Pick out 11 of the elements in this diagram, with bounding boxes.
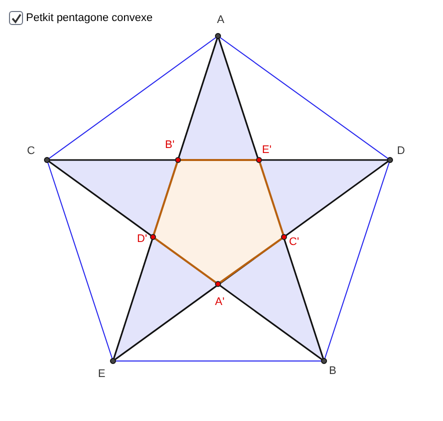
point-label: E (98, 369, 106, 380)
point-label: E' (262, 145, 272, 156)
point-label: C (27, 146, 35, 157)
point-label: D' (137, 234, 148, 245)
point-label: C' (289, 237, 300, 248)
point-label: A (217, 15, 224, 26)
point-label: A' (215, 297, 224, 308)
point-label: B (329, 366, 336, 377)
point-label: D (397, 146, 405, 157)
checkbox-label: Petkit pentagone convexe (26, 11, 153, 26)
point-label: B' (165, 140, 174, 151)
